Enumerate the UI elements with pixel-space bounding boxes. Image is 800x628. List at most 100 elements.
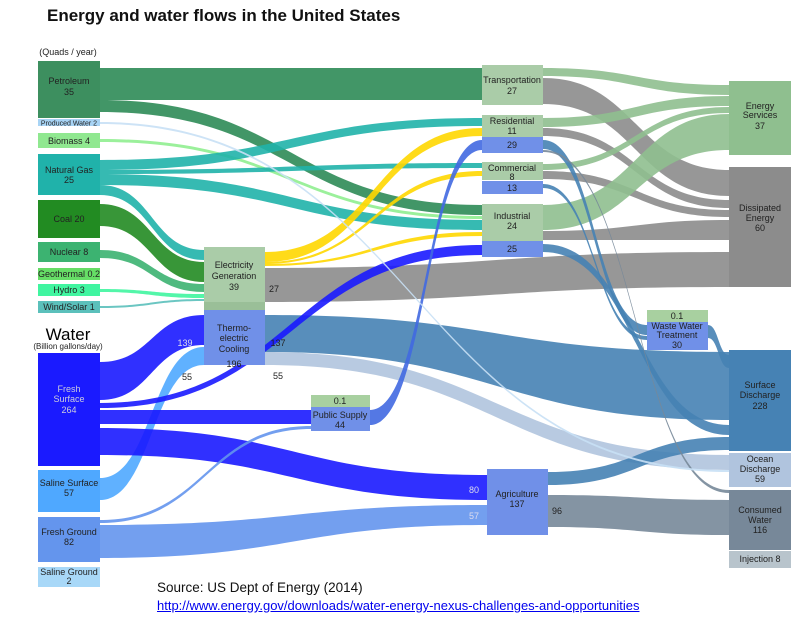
flow-biomass-industrial [100,139,482,219]
wind-solar-label: Wind/Solar 1 [43,302,95,312]
node-geothermal [38,268,100,280]
flow-fg-public [100,426,311,523]
flow-gas-electricity [100,185,204,260]
flow-label-thermo-surface: 137 [270,338,285,348]
coal-label: Coal 20 [53,214,84,224]
fresh-surface-label: Fresh [57,384,80,394]
chart-title: Energy and water flows in the United Sta… [47,6,401,25]
electricity-value: 39 [229,282,239,292]
node-commercial [482,162,543,180]
node-saline-ground [38,567,100,587]
flow-label-fs-thermo: 139 [177,338,192,348]
electricity-label2: Generation [212,271,257,281]
flow-commercial-wwt [543,184,647,340]
produced-water-label: Produced Water 2 [41,121,97,128]
water-units: (Billion gallons/day) [33,342,103,351]
flow-residential-wwt [543,140,647,335]
node-biomass [38,133,100,148]
node-fresh-surface [38,353,100,466]
biomass-label: Biomass 4 [48,136,90,146]
surface-discharge-value: 228 [752,401,767,411]
ocean-discharge-label2: Discharge [740,464,781,474]
source-text: Source: US Dept of Energy (2014) [157,580,363,595]
injection-label: Injection 8 [739,554,780,564]
flow-thermo-surface [265,315,729,420]
transportation-label: Transportation [483,75,541,85]
node-petroleum [38,61,100,118]
flow-produced-water [100,122,729,472]
geothermal-label: Geothermal 0.2 [38,269,100,279]
flow-gas-residential [100,118,482,170]
waste-water-value: 30 [672,340,682,350]
residential-water [482,137,543,153]
flow-label-elec-dissipated: 27 [269,284,279,294]
flow-fs-industrial [100,245,482,408]
nuclear-label: Nuclear 8 [50,247,89,257]
natural-gas-label: Natural Gas [45,165,94,175]
flow-fs-thermo [100,315,204,400]
residential-label: Residential [490,116,535,126]
node-electricity-generation [204,247,265,302]
flow-gas-industrial [100,174,482,230]
thermo-value: 196 [226,359,241,369]
public-supply-label: Public Supply [313,410,368,420]
fresh-surface-value: 264 [61,405,76,415]
natural-gas-value: 25 [64,175,74,185]
ocean-discharge-value: 59 [755,474,765,484]
node-nuclear [38,242,100,262]
node-saline-surface [38,470,100,512]
flow-agriculture-consumed [548,495,729,535]
flow-industrial-dissipated [543,220,729,240]
node-agriculture [487,469,548,535]
thermo-label2: electric [220,333,249,343]
node-energy-services [729,81,791,155]
node-waste-water-treatment [647,322,708,350]
waste-water-energy [647,310,708,322]
petroleum-label: Petroleum [48,76,89,86]
surface-discharge-label2: Discharge [740,390,781,400]
surface-discharge-label: Surface [744,380,775,390]
flow-label-ss-thermo: 55 [182,372,192,382]
flow-petroleum-transportation [100,68,482,100]
energy-services-label2: Services [743,110,778,120]
industrial-label: Industrial [494,211,531,221]
saline-surface-label: Saline Surface [40,478,99,488]
agriculture-value: 137 [509,499,524,509]
flow-elec-industrial [265,232,482,266]
nodes: (Quads / year) Petroleum 35 Produced Wat… [33,47,791,587]
node-consumed-water [729,490,791,550]
source-link[interactable]: http://www.energy.gov/downloads/water-en… [157,598,640,613]
commercial-value: 8 [509,172,514,182]
transportation-value: 27 [507,86,517,96]
consumed-value: 116 [753,525,767,535]
node-thermoelectric-cooling [204,310,265,365]
node-industrial [482,204,543,241]
node-residential [482,115,543,137]
petroleum-value: 35 [64,87,74,97]
waste-water-label2: Treatment [657,330,698,340]
public-supply-value: 44 [335,420,345,430]
residential-value: 11 [507,126,516,136]
industrial-water-value: 25 [507,244,517,254]
flow-label-ag-consumed: 96 [552,506,562,516]
dissipated-label: Dissipated [739,203,781,213]
flow-transport-services [543,68,729,95]
dissipated-value: 60 [755,223,765,233]
flow-wwt-surface [708,325,729,368]
consumed-label2: Water [748,515,772,525]
water-title: Water [46,325,91,344]
public-supply-energy-value: 0.1 [334,396,347,406]
waste-water-energy-value: 0.1 [671,311,684,321]
commercial-water [482,181,543,194]
node-produced-water [38,119,100,126]
thermo-label3: Cooling [219,344,250,354]
node-surface-discharge [729,350,791,451]
energy-services-value: 37 [755,121,765,131]
electricity-stripe [204,302,265,310]
flow-residential-services [543,96,729,127]
flow-label-fg-ag: 57 [469,511,479,521]
node-ocean-discharge [729,453,791,487]
electricity-label: Electricity [215,260,254,270]
fresh-ground-value: 82 [64,537,74,547]
